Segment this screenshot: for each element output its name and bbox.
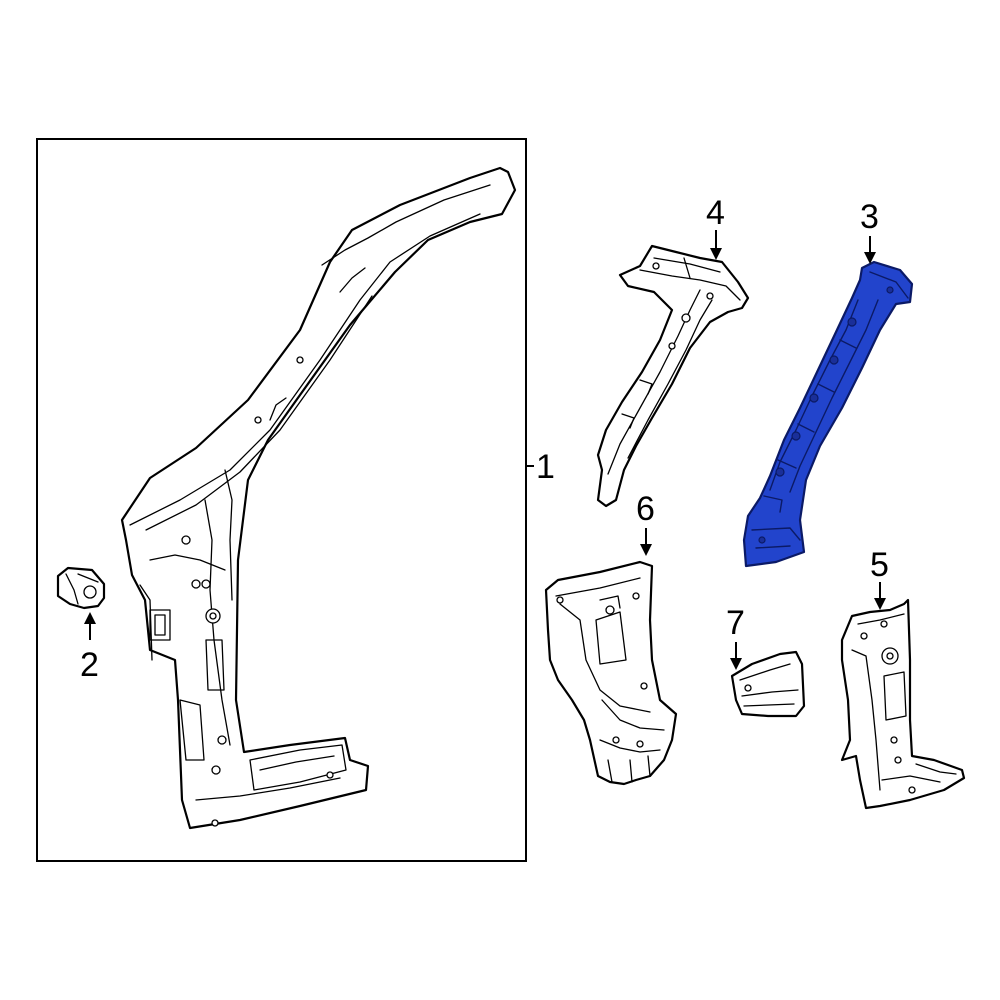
part-4-inner-pillar[interactable] xyxy=(596,244,750,508)
part-7-small-bracket[interactable] xyxy=(730,650,806,718)
callout-7: 7 xyxy=(726,604,745,642)
callout-5: 5 xyxy=(870,546,889,584)
part-3-reinforcement-highlighted[interactable] xyxy=(742,260,914,568)
part-1-pillar-panel[interactable] xyxy=(120,166,517,830)
callout-2: 2 xyxy=(80,646,99,684)
callout-4: 4 xyxy=(706,194,725,232)
part-6-lower-panel[interactable] xyxy=(544,560,678,786)
part-5-lower-reinforcement[interactable] xyxy=(840,598,966,810)
part-2-bracket[interactable] xyxy=(56,566,106,610)
callout-1: 1 xyxy=(536,448,555,486)
assembly-frame xyxy=(36,138,527,862)
callout-3: 3 xyxy=(860,198,879,236)
callout-6: 6 xyxy=(636,490,655,528)
